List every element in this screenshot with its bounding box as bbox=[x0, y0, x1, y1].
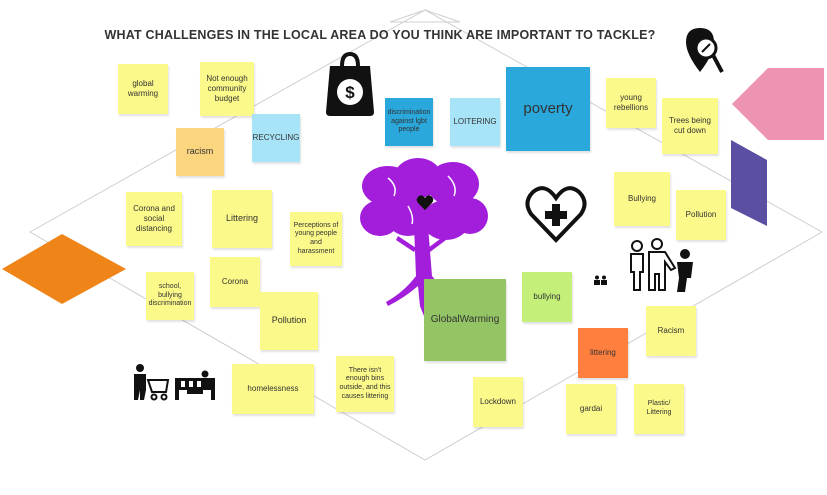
sticky-note[interactable]: Pollution bbox=[260, 292, 318, 350]
sticky-note[interactable]: Plastic/ Littering bbox=[634, 384, 684, 434]
svg-text:$: $ bbox=[345, 83, 355, 102]
orange-diamond-shape[interactable] bbox=[0, 232, 128, 306]
sticky-note[interactable]: Pollution bbox=[676, 190, 726, 240]
sticky-note[interactable]: GlobalWarming bbox=[424, 279, 506, 361]
sticky-note[interactable]: Racism bbox=[646, 306, 696, 356]
sticky-note[interactable]: young rebellions bbox=[606, 78, 656, 128]
people-small-icon[interactable] bbox=[593, 275, 609, 285]
sticky-note[interactable]: Not enough community budget bbox=[200, 62, 254, 116]
sticky-note[interactable]: Lockdown bbox=[473, 377, 523, 427]
sticky-note[interactable]: Perceptions of young people and harassme… bbox=[290, 212, 342, 266]
worker-trolley-icon[interactable] bbox=[130, 362, 170, 402]
purple-parallelogram-shape[interactable] bbox=[729, 138, 769, 230]
sticky-note[interactable]: Corona and social distancing bbox=[126, 192, 182, 246]
sticky-note[interactable]: Littering bbox=[212, 190, 272, 248]
family-icon[interactable] bbox=[627, 238, 699, 292]
pink-diamond-shape[interactable] bbox=[728, 66, 827, 142]
sleeping-person-icon[interactable] bbox=[173, 370, 217, 400]
sticky-note[interactable]: LOITERING bbox=[450, 98, 500, 146]
money-bag-icon[interactable]: $ bbox=[324, 52, 376, 118]
sticky-note[interactable]: gardai bbox=[566, 384, 616, 434]
tree-heart-icon[interactable] bbox=[358, 156, 492, 322]
sticky-note[interactable]: Bullying bbox=[614, 172, 670, 226]
sticky-note[interactable]: There isn't enough bins outside, and thi… bbox=[336, 356, 394, 412]
sticky-note[interactable]: racism bbox=[176, 128, 224, 176]
sticky-note[interactable]: school, bullying discrimination bbox=[146, 272, 194, 320]
sticky-note[interactable]: RECYCLING bbox=[252, 114, 300, 162]
sticky-note[interactable]: littering bbox=[578, 328, 628, 378]
sticky-note[interactable]: global warming bbox=[118, 64, 168, 114]
board-title: WHAT CHALLENGES IN THE LOCAL AREA DO YOU… bbox=[104, 28, 656, 42]
sticky-note[interactable]: Trees being cut down bbox=[662, 98, 718, 154]
sticky-note[interactable]: poverty bbox=[506, 67, 590, 151]
sticky-note[interactable]: bullying bbox=[522, 272, 572, 322]
heart-plus-icon[interactable] bbox=[525, 184, 587, 244]
sticky-note[interactable]: Corona bbox=[210, 257, 260, 307]
sticky-note[interactable]: discrimination against lgbt people bbox=[385, 98, 433, 146]
magnifier-location-icon[interactable] bbox=[684, 26, 724, 76]
sticky-note[interactable]: homelessness bbox=[232, 364, 314, 414]
